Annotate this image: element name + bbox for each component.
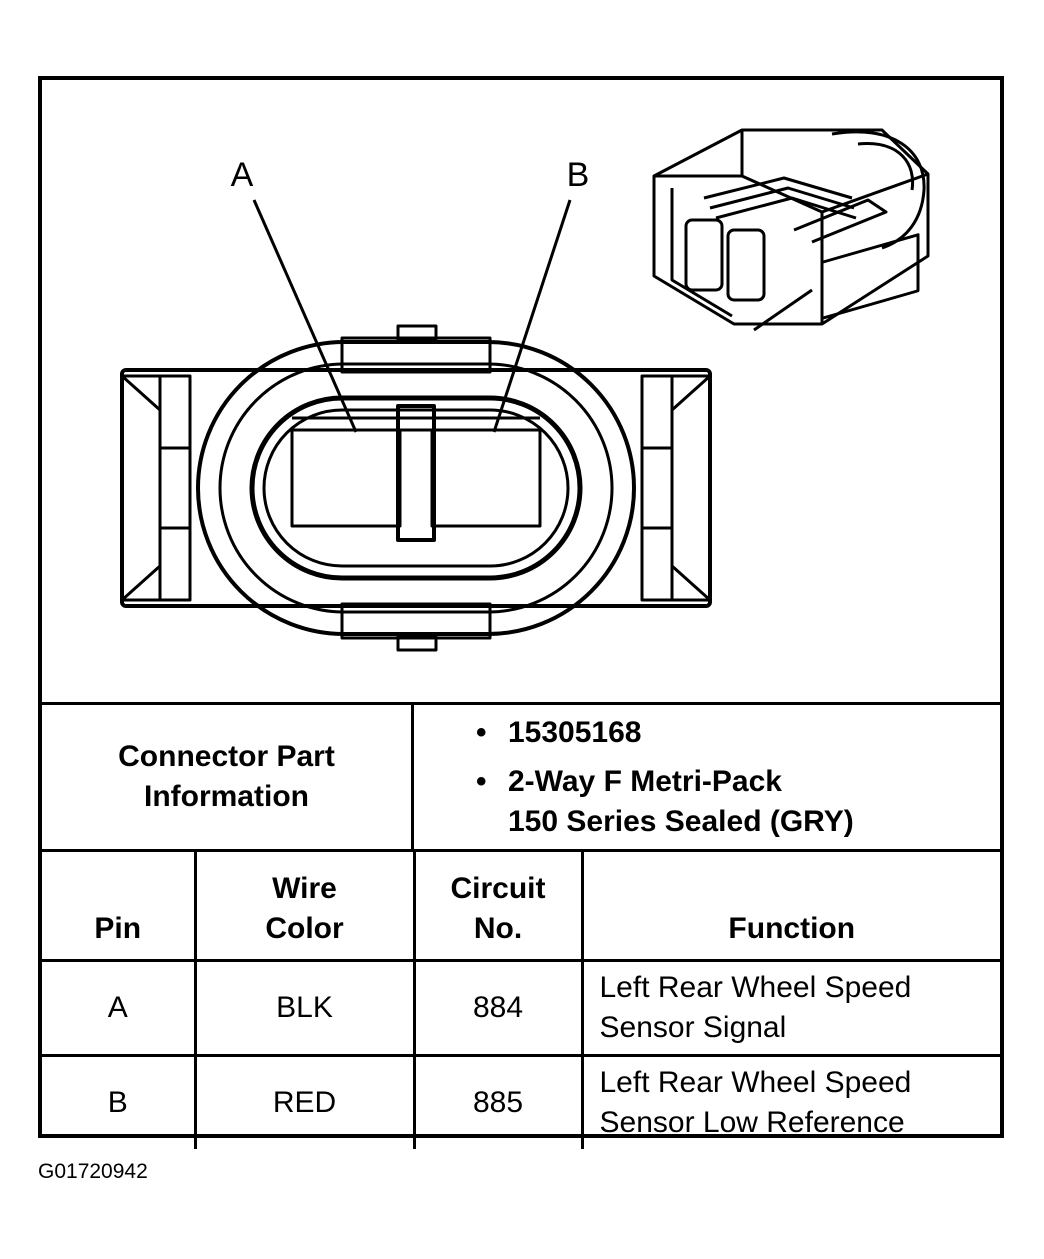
terminal-cavity-a [290,428,402,528]
cell-wire-color: BLK [193,959,416,1057]
terminal-cavity-b [430,428,542,528]
part-number: 15305168 [508,716,642,749]
cell-wire-color: RED [193,1054,416,1149]
header-pin: Pin [42,852,197,962]
function-line: Left Rear Wheel Speed [599,971,912,1004]
connector-part-info-label: Connector Part Information [42,705,414,849]
cell-pin: A [42,959,197,1057]
connector-diagram: A B [42,80,1000,702]
table-row: B RED 885 Left Rear Wheel Speed Sensor L… [42,1054,1000,1149]
info-list-item-part-number: 15305168 [414,713,1000,753]
pin-label-b: B [567,156,590,194]
pinout-table: Pin Wire Color Circuit No. Function A BL… [42,852,1000,1149]
connector-part-info-list: 15305168 2-Way F Metri-Pack 150 Series S… [414,705,1000,849]
seal-ring-outer [196,340,636,636]
connector-part-info: Connector Part Information 15305168 2-Wa… [42,702,1000,852]
info-label-line: Connector Part [118,740,335,773]
description-line: 150 Series Sealed (GRY) [508,805,854,838]
header-wire-color: Wire Color [193,852,416,962]
table-row: A BLK 884 Left Rear Wheel Speed Sensor S… [42,959,1000,1057]
connector-frame: A B [38,76,1004,1149]
connector-isometric-sketch [652,128,930,332]
cell-function: Left Rear Wheel Speed Sensor Signal [580,959,1000,1057]
connector-face-drawing: A B [120,128,930,652]
header-wire-color-line: Wire [272,872,337,905]
header-function: Function [580,852,1000,962]
header-function-label: Function [728,912,856,945]
header-wire-color-line: Color [265,912,344,945]
cell-circuit: 885 [412,1054,584,1149]
cell-circuit: 884 [412,959,584,1057]
table-header-row: Pin Wire Color Circuit No. Function [42,852,1000,962]
info-label-line: Information [143,780,309,813]
function-line: Left Rear Wheel Speed [599,1066,912,1099]
header-circuit-no: Circuit No. [412,852,584,962]
pin-label-a: A [231,156,254,194]
figure-id: G01720942 [38,1160,148,1183]
center-key [396,404,436,542]
function-line: Sensor Signal [599,1011,787,1044]
info-list-item-description: 2-Way F Metri-Pack 150 Series Sealed (GR… [414,762,1000,842]
header-pin-label: Pin [94,912,142,945]
cell-pin: B [42,1054,197,1149]
header-circuit-line: Circuit [450,872,546,905]
cell-function: Left Rear Wheel Speed Sensor Low Referen… [580,1054,1000,1149]
function-line: Sensor Low Reference [599,1106,905,1139]
description-line: 2-Way F Metri-Pack [508,765,782,798]
header-circuit-line: No. [473,912,523,945]
